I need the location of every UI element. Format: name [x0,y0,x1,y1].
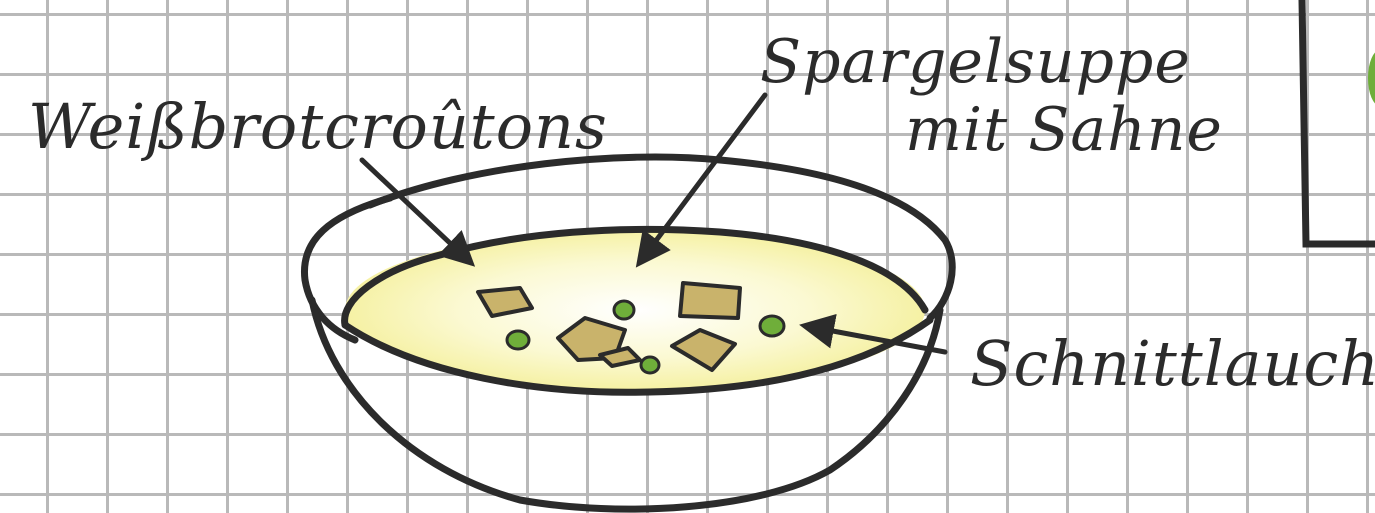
label-soup-line1: Spargelsuppe [760,27,1191,97]
arrow-soup [635,92,768,268]
label-croutons: Weißbrotcroûtons [28,90,608,163]
arrows [359,92,948,355]
chive-piece [758,314,786,338]
crouton [598,346,642,368]
chive-piece [639,355,661,375]
crouton [476,286,534,318]
croutons [476,281,742,372]
crouton [678,281,742,320]
chive-piece [612,299,636,321]
crouton [556,316,627,362]
label-soup-line2: mit Sahne [905,95,1223,165]
crouton [670,328,737,372]
chive-piece [505,329,531,351]
label-chives: Schnittlauch [970,327,1375,400]
chives [505,299,786,375]
right-frame [1298,0,1375,248]
arrow-chives [799,313,948,355]
arrow-croutons [359,157,476,267]
bowl [300,153,956,513]
